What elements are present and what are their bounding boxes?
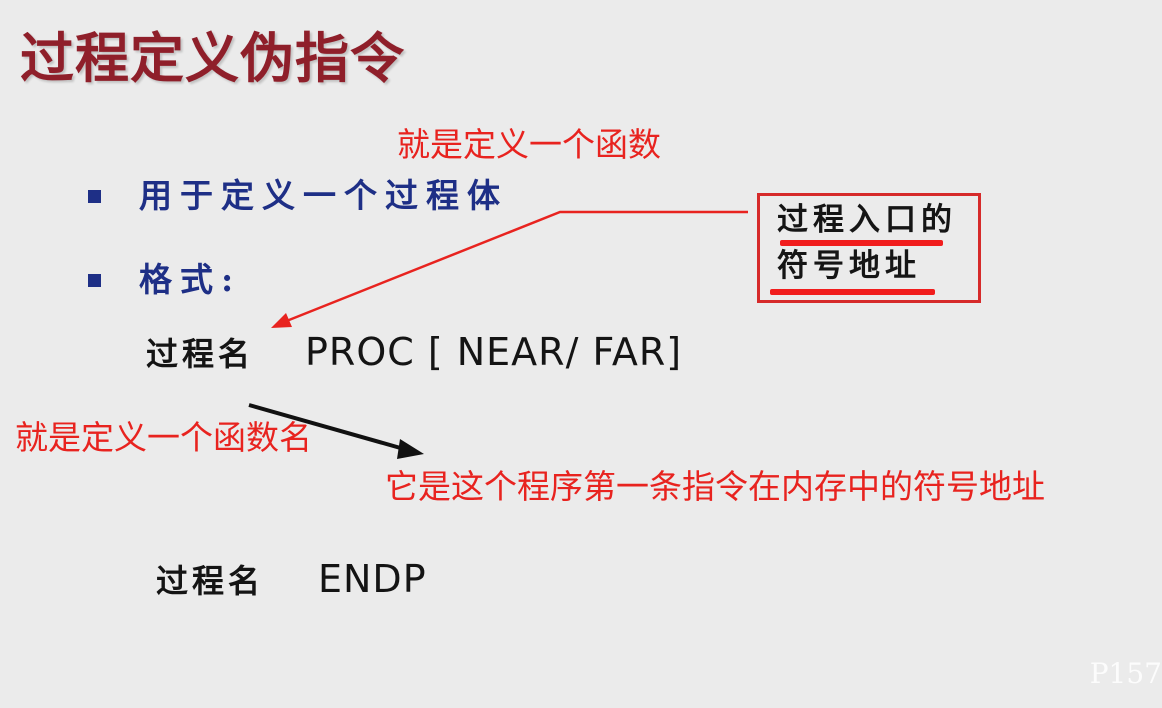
bullet-square-icon [88, 274, 101, 287]
annotation-define-function: 就是定义一个函数 [397, 125, 661, 164]
annotation-box-entry-address [757, 193, 981, 303]
endp-directive: ENDP [318, 557, 427, 601]
proc-directive: PROC [ NEAR/ FAR] [305, 330, 683, 374]
endp-name-label: 过程名 [156, 562, 265, 600]
underline-mark [770, 289, 935, 295]
red-arrow-head [271, 313, 292, 328]
box-text-entry: 过程入口的 [777, 202, 957, 238]
bullet-text-define-procedure: 用于定义一个过程体 [139, 176, 508, 215]
black-arrow-head [397, 439, 424, 459]
annotation-first-instruction-address: 它是这个程序第一条指令在内存中的符号地址 [385, 467, 1045, 506]
red-arrow-line [283, 210, 748, 324]
slide-title: 过程定义伪指令 [20, 27, 405, 90]
annotation-function-name: 就是定义一个函数名 [15, 418, 312, 457]
bullet-square-icon [88, 190, 101, 203]
box-text-symbol-address: 符号地址 [777, 248, 921, 284]
bullet-text-format: 格式: [139, 260, 242, 299]
page-number: P157 [1089, 657, 1162, 690]
proc-name-label: 过程名 [146, 335, 255, 373]
underline-mark [780, 240, 943, 246]
